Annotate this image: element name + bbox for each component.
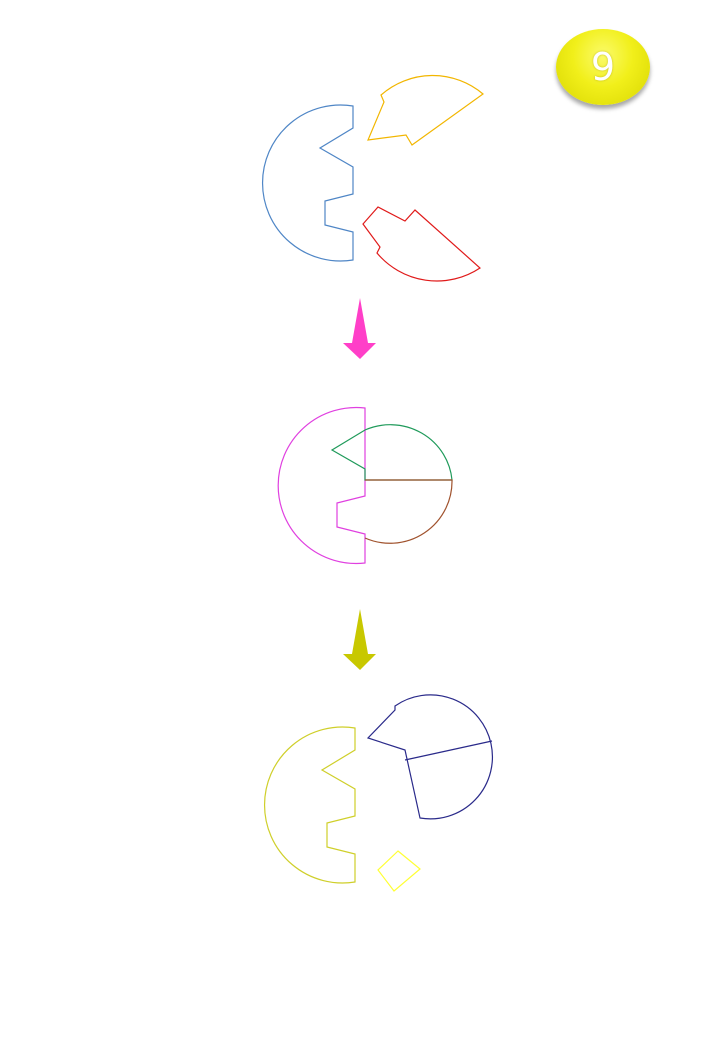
red-wedge [362,206,481,282]
blue-c-shape [262,104,354,262]
step-number-badge: 9 [556,29,650,105]
magenta-c-shape [277,406,366,565]
orange-wedge [367,74,484,146]
arrow-down-1 [343,298,376,359]
yellow-c-shape [264,726,356,884]
arrow-down-2 [343,609,376,670]
step-number: 9 [590,45,616,89]
navy-circle-piece [366,694,494,820]
stage-rearranged [264,694,494,892]
yellow-small-diamond [377,850,421,892]
green-upper-half [330,424,453,481]
brown-lower-half [364,479,453,544]
stage-separated [262,74,484,282]
navy-inner-line [404,740,493,761]
stage-assembled [277,406,453,565]
